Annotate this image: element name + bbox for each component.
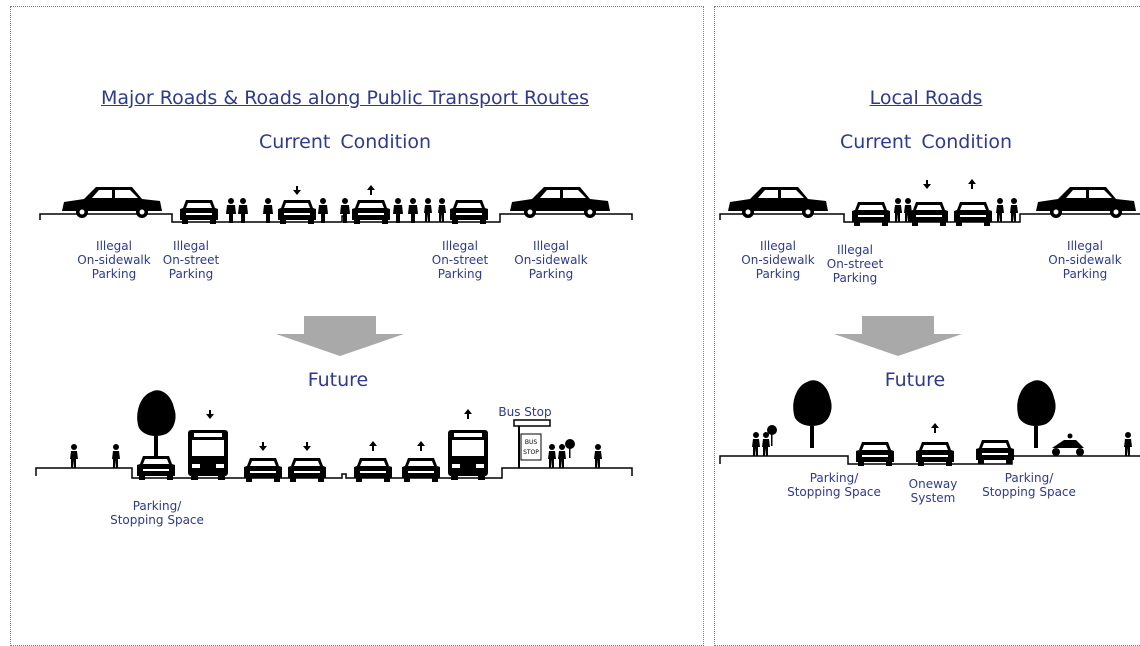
- left-transition-arrow: [276, 316, 404, 356]
- right-transition-arrow: [834, 316, 962, 356]
- bus-stop-label: Bus Stop: [498, 405, 552, 419]
- motorbike: [1052, 433, 1084, 456]
- left-future-scene: BUS STOP: [35, 390, 633, 482]
- panel-title: Local Roads: [869, 87, 983, 109]
- bus-stop-sign: BUS STOP: [513, 419, 551, 468]
- current-condition-heading: Current Condition: [839, 131, 1013, 153]
- right-current-scene: [719, 179, 1140, 226]
- current-condition-heading: Current Condition: [258, 131, 432, 153]
- label-parking-stopping-space: Parking/Stopping Space: [110, 499, 204, 527]
- panel-title: Major Roads & Roads along Public Transpo…: [100, 87, 590, 109]
- label-parking-stopping-space: Parking/Stopping Space: [787, 471, 881, 499]
- right-future-scene: [719, 380, 1140, 466]
- label-parking-stopping-space: Parking/Stopping Space: [982, 471, 1076, 499]
- future-heading: Future: [884, 369, 946, 391]
- major-roads-panel: Major Roads & Roads along Public Transpo…: [10, 6, 704, 646]
- bus-sign-text: STOP: [523, 449, 539, 456]
- left-current-scene: [39, 185, 633, 224]
- future-heading: Future: [307, 369, 369, 391]
- bus-sign-text: BUS: [525, 439, 538, 446]
